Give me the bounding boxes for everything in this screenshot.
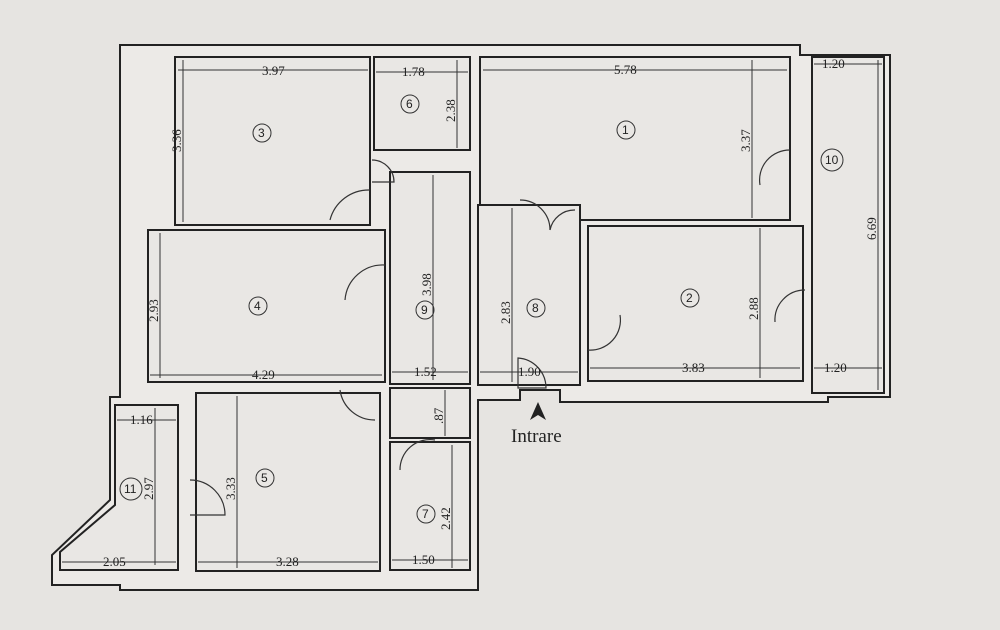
room-number-3: 3 <box>252 123 272 143</box>
dim-label: 3.37 <box>738 129 753 152</box>
dim-label: 1.20 <box>824 360 847 375</box>
svg-text:8: 8 <box>532 301 539 315</box>
dim-label: 3.36 <box>169 129 184 152</box>
room-number-10: 10 <box>820 148 844 172</box>
door <box>339 389 376 421</box>
door <box>519 199 551 231</box>
door <box>549 209 576 231</box>
svg-text:2: 2 <box>686 291 693 305</box>
svg-text:1: 1 <box>622 123 629 137</box>
dim-label: 2.38 <box>443 99 458 122</box>
door <box>329 189 371 221</box>
arrow-up-icon <box>530 402 546 420</box>
dim-label: 1.52 <box>414 364 437 379</box>
room-11 <box>59 404 179 571</box>
svg-text:7: 7 <box>422 507 429 521</box>
dim-label: 6.69 <box>864 217 879 240</box>
room-number-9: 9 <box>415 300 435 320</box>
dim-label: 1.50 <box>412 552 435 567</box>
entrance-label: Intrare <box>511 426 562 447</box>
entrance-door <box>517 357 547 389</box>
dim-label: 2.83 <box>498 301 513 324</box>
dim-label: 1.20 <box>822 56 845 71</box>
dim-label: 1.16 <box>130 412 153 427</box>
door <box>344 264 386 301</box>
room-8 <box>477 204 581 386</box>
room-number-11: 11 <box>119 477 143 501</box>
room-number-1: 1 <box>616 120 636 140</box>
svg-text:9: 9 <box>421 303 428 317</box>
door <box>399 438 436 471</box>
dim-label: 2.88 <box>746 297 761 320</box>
svg-text:5: 5 <box>261 471 268 485</box>
dim-label: .87 <box>431 407 446 424</box>
room-number-2: 2 <box>680 288 700 308</box>
door <box>587 314 622 351</box>
door <box>371 159 395 183</box>
dim-label: 5.78 <box>614 62 637 77</box>
dim-label: 3.98 <box>419 273 434 296</box>
room-number-5: 5 <box>255 468 275 488</box>
room-3 <box>174 56 371 226</box>
svg-text:10: 10 <box>825 153 839 167</box>
room-5 <box>195 392 381 572</box>
svg-text:6: 6 <box>406 97 413 111</box>
svg-text:4: 4 <box>254 299 261 313</box>
room-number-6: 6 <box>400 94 420 114</box>
dim-label: 3.97 <box>262 63 285 78</box>
dim-label: 2.42 <box>438 507 453 530</box>
dim-label: 1.78 <box>402 64 425 79</box>
dim-label: 1.90 <box>518 364 541 379</box>
room-number-7: 7 <box>416 504 436 524</box>
dim-label: 3.83 <box>682 360 705 375</box>
door <box>774 289 806 323</box>
room-9 <box>389 171 471 385</box>
room-1 <box>479 56 791 221</box>
room-9-lower <box>389 387 471 439</box>
dim-label: 2.97 <box>141 477 156 500</box>
dim-label: 4.29 <box>252 367 275 382</box>
room-2 <box>587 225 804 382</box>
door <box>758 149 791 186</box>
room-number-4: 4 <box>248 296 268 316</box>
svg-text:11: 11 <box>124 482 137 496</box>
dim-label: 2.93 <box>146 299 161 322</box>
svg-text:3: 3 <box>258 126 265 140</box>
room-10 <box>811 56 885 394</box>
room-number-8: 8 <box>526 298 546 318</box>
dim-label: 3.33 <box>223 477 238 500</box>
dim-label: 2.05 <box>103 554 126 569</box>
door <box>189 479 226 516</box>
dim-label: 3.28 <box>276 554 299 569</box>
dimension-lines <box>62 60 882 568</box>
